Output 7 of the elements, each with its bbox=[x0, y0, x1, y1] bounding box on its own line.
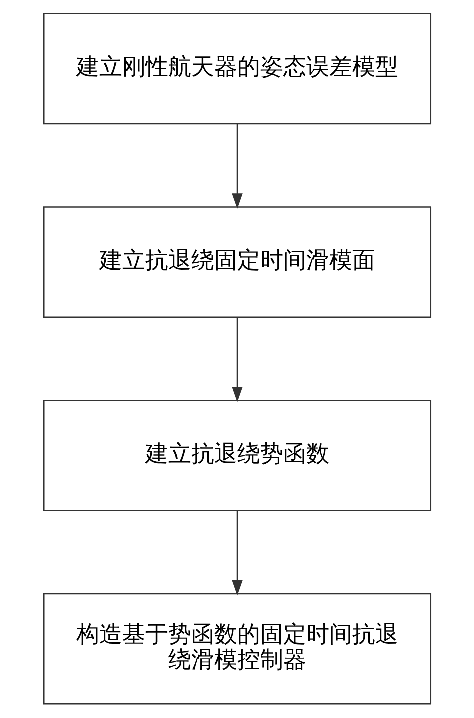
arrow bbox=[232, 124, 242, 209]
node-box: 构造基于势函数的固定时间抗退绕滑模控制器 bbox=[42, 593, 432, 705]
arrow bbox=[232, 318, 242, 402]
node-box: 建立抗退绕固定时间滑模面 bbox=[42, 206, 432, 318]
node-box: 建立抗退绕势函数 bbox=[42, 400, 432, 512]
arrow bbox=[232, 511, 242, 596]
node-box: 建立刚性航天器的姿态误差模型 bbox=[42, 13, 432, 125]
